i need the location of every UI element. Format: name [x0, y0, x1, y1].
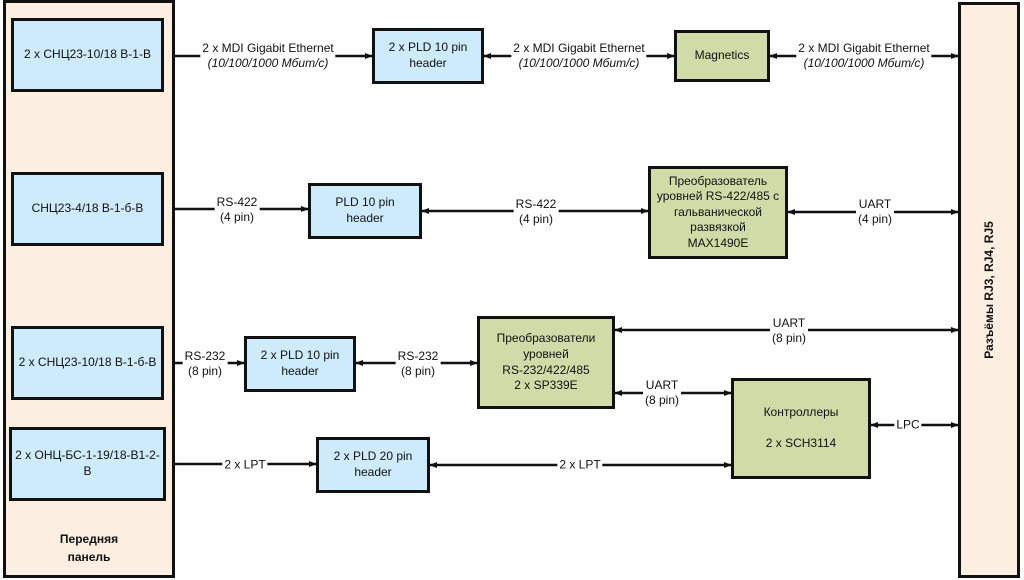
- label-rs232-1-line1: RS-232: [184, 349, 226, 363]
- label-uart8-ctrl-line2: (8 pin): [644, 393, 680, 407]
- label-eth-1-line2: (10/100/1000 Мбит/с): [207, 56, 329, 70]
- rear-panel-title: Разъёмы RJ3, RJ4, RJ5: [982, 221, 996, 359]
- label-lpt-1: 2 x LPT: [222, 457, 268, 473]
- label-rs422-1-line2: (4 pin): [219, 210, 254, 224]
- label-uart8-top-line1: UART: [772, 316, 806, 330]
- label-rs232-1: RS-232 (8 pin): [182, 349, 228, 379]
- label-eth-1: 2 x MDI Gigabit Ethernet (10/100/1000 Мб…: [200, 41, 336, 71]
- pld-lpt-header: 2 x PLD 20 pin header: [316, 437, 430, 493]
- sch3114-controllers: Контроллеры 2 x SCH3114: [731, 378, 871, 479]
- sp339e-converters: Преобразователи уровней RS-232/422/485 2…: [477, 316, 615, 409]
- label-rs232-2: RS-232 (8 pin): [395, 349, 441, 379]
- label-eth-2-line2: (10/100/1000 Мбит/с): [518, 56, 640, 70]
- label-rs422-1: RS-422 (4 pin): [214, 195, 260, 225]
- rear-panel: [958, 2, 1020, 578]
- magnetics-block: Magnetics: [674, 30, 770, 82]
- label-rs422-1-line1: RS-422: [216, 195, 258, 209]
- pld-rs422-header: PLD 10 pin header: [308, 183, 422, 239]
- label-eth-3: 2 x MDI Gigabit Ethernet (10/100/1000 Мб…: [796, 41, 932, 71]
- label-eth-2-line1: 2 x MDI Gigabit Ethernet: [513, 41, 645, 55]
- label-rs422-2-line2: (4 pin): [518, 212, 553, 226]
- label-rs422-2: RS-422 (4 pin): [513, 197, 559, 227]
- label-uart8-top: UART (8 pin): [769, 316, 809, 346]
- connector-ethernet: 2 х СНЦ23-10/18 В-1-В: [11, 18, 164, 92]
- label-eth-3-line1: 2 x MDI Gigabit Ethernet: [798, 41, 930, 55]
- connector-rs422: СНЦ23-4/18 В-1-б-В: [11, 172, 164, 246]
- label-lpt-2: 2 x LPT: [557, 457, 603, 473]
- label-uart8-top-line2: (8 pin): [771, 331, 807, 345]
- label-uart8-ctrl-line1: UART: [645, 378, 679, 392]
- label-eth-3-line2: (10/100/1000 Мбит/с): [803, 56, 925, 70]
- label-rs422-2-line1: RS-422: [515, 197, 557, 211]
- label-eth-1-line1: 2 x MDI Gigabit Ethernet: [202, 41, 334, 55]
- label-uart4-line2: (4 pin): [857, 212, 893, 226]
- max1490e-converter: Преобразователь уровней RS-422/485 с гал…: [648, 166, 788, 259]
- pld-ethernet-header: 2 x PLD 10 pin header: [372, 28, 484, 84]
- label-uart4: UART (4 pin): [855, 197, 895, 227]
- label-uart4-line1: UART: [858, 197, 892, 211]
- label-eth-2: 2 x MDI Gigabit Ethernet (10/100/1000 Мб…: [511, 41, 647, 71]
- label-rs232-1-line2: (8 pin): [187, 364, 222, 378]
- connector-rs232: 2 х СНЦ23-10/18 В-1-б-В: [11, 326, 164, 400]
- connector-lpt: 2 х ОНЦ-БС-1-19/18-В1-2-В: [9, 427, 166, 501]
- front-panel-title: Передняя панель: [59, 532, 119, 564]
- label-lpc: LPC: [894, 417, 922, 433]
- label-rs232-2-line1: RS-232: [397, 349, 439, 363]
- pld-rs232-header: 2 x PLD 10 pin header: [244, 336, 356, 392]
- label-uart8-ctrl: UART (8 pin): [642, 378, 682, 408]
- label-rs232-2-line2: (8 pin): [400, 364, 435, 378]
